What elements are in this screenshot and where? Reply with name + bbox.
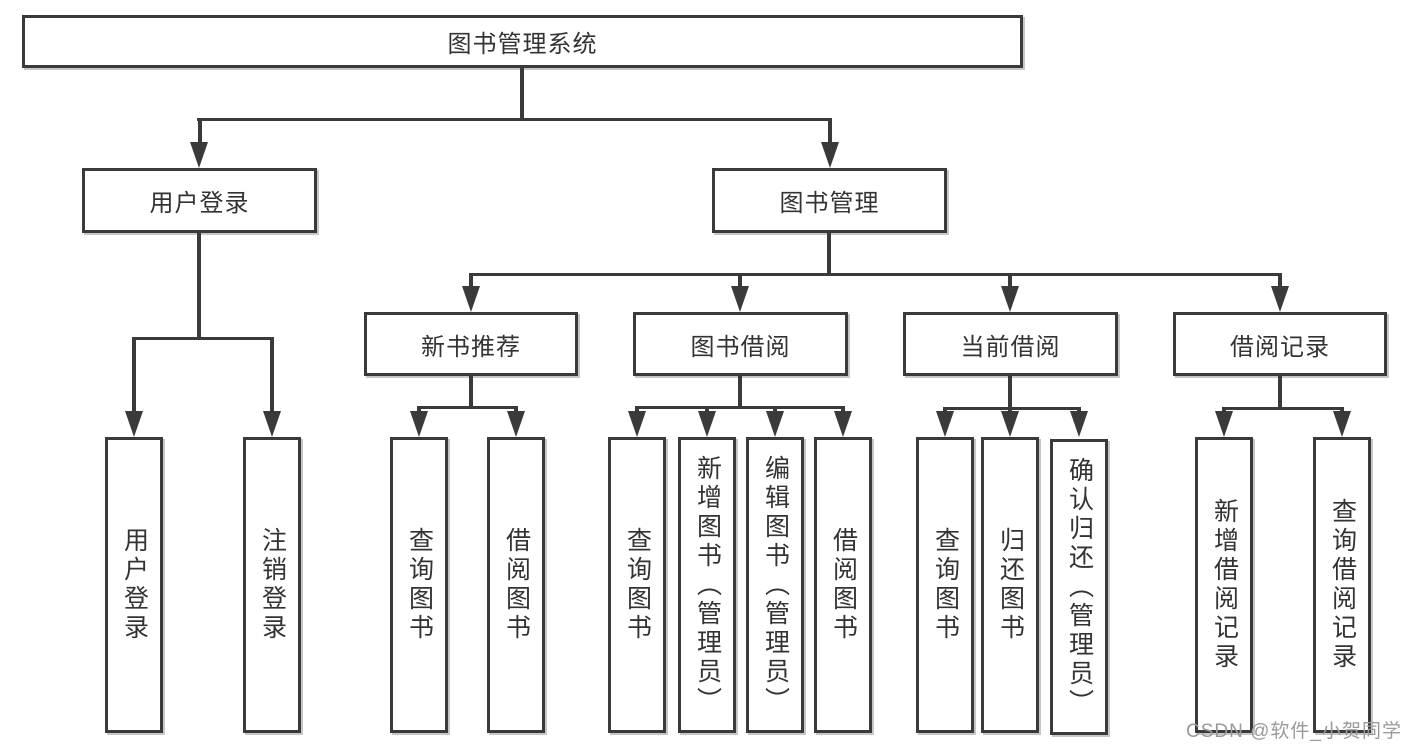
node-label: 当前借阅: [960, 333, 1061, 361]
arrow-down-icon: [1001, 286, 1019, 312]
leaf-edit-book-admin: 编辑图书（管理员）: [746, 437, 804, 733]
arrow-down-icon: [1215, 411, 1233, 437]
node-label: 图书借阅: [690, 333, 791, 361]
arrow-down-icon: [410, 411, 428, 437]
connector-drop: [198, 118, 202, 148]
connector-rail: [943, 407, 1081, 410]
connector-drop: [635, 406, 639, 415]
arrow-down-icon: [698, 411, 716, 437]
connector-drop: [705, 406, 709, 415]
arrow-down-icon: [125, 411, 143, 437]
arrow-down-icon: [766, 411, 784, 437]
connector-rail: [417, 406, 518, 409]
leaf-add-borrow-record: 新增借阅记录: [1195, 437, 1253, 733]
leaf-confirm-return-admin: 确认归还（管理员）: [1050, 439, 1108, 735]
leaf-label: 查询图书: [623, 527, 652, 643]
node-book-borrowing: 图书借阅: [633, 312, 848, 376]
leaf-label: 借阅图书: [502, 527, 531, 643]
arrow-down-icon: [1070, 411, 1088, 437]
arrow-down-icon: [731, 286, 749, 312]
leaf-label: 用户登录: [120, 527, 149, 643]
leaf-label: 确认归还（管理员）: [1065, 456, 1094, 718]
leaf-query-books: 查询图书: [390, 437, 448, 733]
leaf-logout: 注销登录: [243, 437, 301, 733]
leaf-return-books: 归还图书: [981, 437, 1039, 733]
arrow-down-icon: [1001, 411, 1019, 437]
connector-drop: [841, 406, 845, 415]
watermark: CSDN @软件_小贺同学: [1186, 721, 1402, 742]
leaf-label: 查询图书: [931, 527, 960, 643]
node-new-book-recommend: 新书推荐: [364, 312, 578, 376]
arrow-down-icon: [1333, 411, 1351, 437]
connector-drop: [132, 337, 136, 415]
arrow-down-icon: [263, 411, 281, 437]
connector-drop: [1278, 273, 1282, 290]
leaf-query-books: 查询图书: [608, 437, 666, 733]
connector-rail: [469, 273, 1282, 276]
node-label: 图书管理: [779, 190, 880, 217]
node-label: 借阅记录: [1230, 333, 1330, 361]
connector-stem: [469, 374, 473, 409]
leaf-label: 借阅图书: [829, 527, 858, 643]
connector-stem: [197, 231, 201, 340]
connector-rail: [1222, 407, 1344, 410]
arrow-down-icon: [1271, 286, 1289, 312]
leaf-add-book-admin: 新增图书（管理员）: [678, 437, 736, 733]
connector-stem: [738, 374, 742, 409]
arrow-down-icon: [507, 411, 525, 437]
node-label: 新书推荐: [421, 333, 521, 361]
arrow-down-icon: [190, 142, 208, 168]
node-library-system: 图书管理系统: [22, 15, 1023, 68]
arrow-down-icon: [628, 411, 646, 437]
leaf-query-books: 查询图书: [916, 437, 974, 733]
leaf-label: 归还图书: [996, 527, 1025, 643]
connector-rail: [132, 337, 274, 340]
connector-drop: [828, 118, 832, 148]
node-current-borrowing: 当前借阅: [903, 312, 1118, 376]
arrow-down-icon: [936, 411, 954, 437]
node-book-management: 图书管理: [712, 168, 947, 233]
leaf-label: 查询图书: [405, 527, 434, 643]
node-user-login: 用户登录: [82, 168, 317, 233]
connector-stem: [520, 65, 524, 121]
leaf-borrow-books: 借阅图书: [487, 437, 545, 733]
leaf-label: 新增借阅记录: [1210, 498, 1239, 672]
node-label: 用户登录: [149, 190, 250, 217]
connector-drop: [417, 406, 421, 415]
leaf-label: 编辑图书（管理员）: [761, 454, 790, 716]
arrow-down-icon: [462, 286, 480, 312]
connector-stem: [1008, 374, 1012, 410]
connector-drop: [270, 337, 274, 415]
leaf-label: 新增图书（管理员）: [693, 454, 722, 716]
connector-stem: [1278, 374, 1282, 410]
connector-drop: [738, 273, 742, 290]
connector-drop: [514, 406, 518, 415]
connector-stem: [827, 231, 831, 276]
leaf-query-borrow-record: 查询借阅记录: [1313, 437, 1371, 733]
arrow-down-icon: [821, 142, 839, 168]
leaf-label: 查询借阅记录: [1328, 498, 1357, 672]
leaf-label: 注销登录: [258, 527, 287, 643]
leaf-user-login: 用户登录: [105, 437, 163, 733]
connector-rail: [635, 406, 845, 409]
node-label: 图书管理系统: [447, 31, 598, 58]
connector-drop: [469, 273, 473, 290]
connector-rail: [197, 118, 832, 121]
connector-drop: [773, 406, 777, 415]
connector-drop: [1008, 273, 1012, 290]
arrow-down-icon: [834, 411, 852, 437]
leaf-borrow-books: 借阅图书: [814, 437, 872, 733]
node-borrowing-records: 借阅记录: [1173, 312, 1387, 376]
